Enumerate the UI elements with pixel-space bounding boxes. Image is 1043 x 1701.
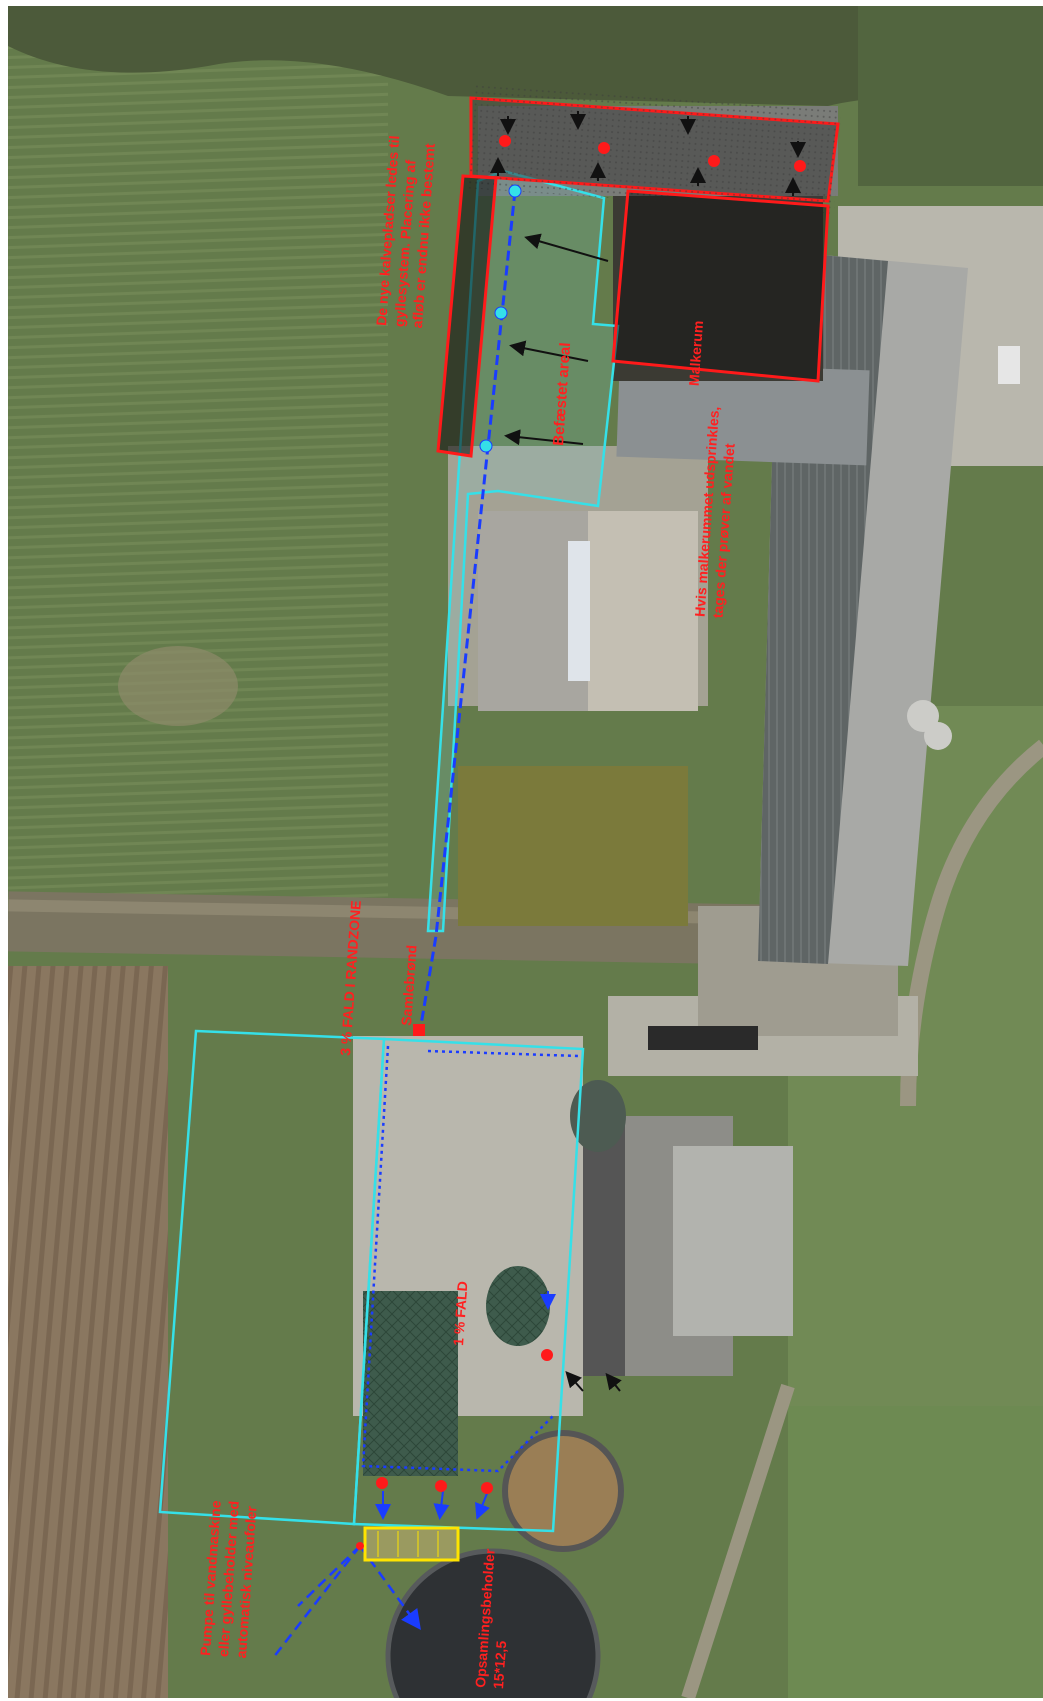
drain-point-icon (794, 160, 806, 172)
flow-arrow-icon (605, 1372, 622, 1392)
drain-point-icon (541, 1349, 553, 1361)
yard-drain-line (361, 1045, 579, 1473)
flow-arrows (490, 111, 806, 1392)
drain-point-icon (508, 184, 522, 198)
drain-point-icon (481, 1482, 493, 1494)
flow-arrow-icon (524, 233, 609, 262)
flow-arrow-icon (565, 1371, 584, 1392)
buildings (363, 106, 1020, 1698)
drain-point-icon (708, 155, 720, 167)
drain-point-icon (376, 1477, 388, 1489)
label-malkerum: Malkerum (686, 320, 707, 386)
flow-arrow-icon (504, 429, 584, 446)
pump-icon (356, 1526, 460, 1562)
drain-points (376, 135, 806, 1494)
drain-point-icon (598, 142, 610, 154)
drainage-area-field (158, 1029, 386, 1526)
drain-point-icon (435, 1480, 447, 1492)
samlebrond-icon (413, 1024, 425, 1036)
label-opsamling-2: 15*12,5 (490, 1640, 509, 1689)
calf-strip-area (436, 174, 498, 458)
aerial-photo-canvas: De nye kalvepladser ledes til gyllesyste… (8, 6, 1043, 1698)
boundary-areas (436, 85, 842, 458)
label-fald-1pct: 1 % FALD (450, 1281, 470, 1347)
label-samlebrond: Samlebrønd (398, 944, 420, 1026)
flow-arrow-icon (509, 340, 589, 362)
drain-point-icon (479, 439, 493, 453)
drain-point-icon (499, 135, 511, 147)
milking-area (611, 189, 830, 383)
drain-point-icon (494, 306, 508, 320)
